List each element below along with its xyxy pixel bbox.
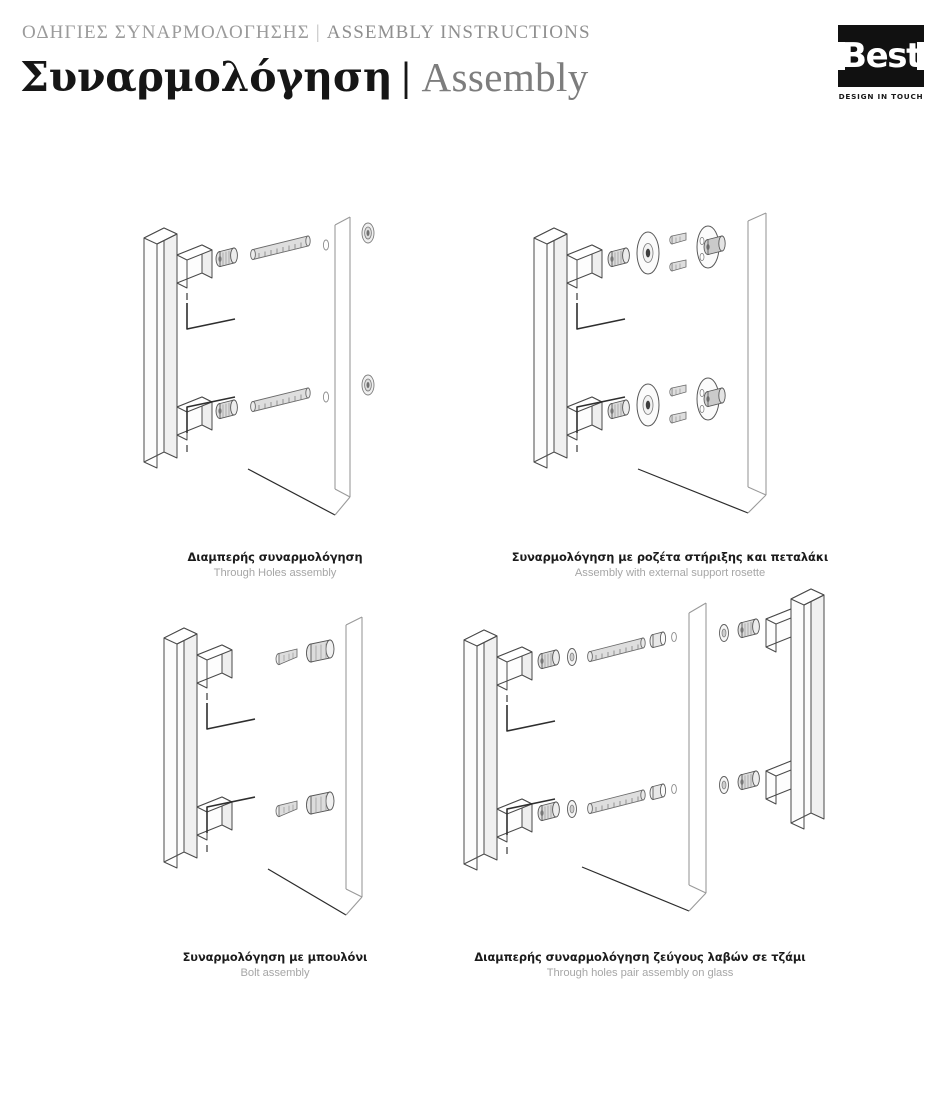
threaded-screw-upper	[587, 637, 646, 663]
caption-english: Through holes pair assembly on glass	[546, 967, 734, 980]
threaded-screw-upper	[250, 235, 311, 261]
standoff-post-lower	[306, 791, 335, 815]
figure-caption: Συναρμολόγηση με ροζέτα στήριξης και πετ…	[450, 550, 890, 580]
glass-panel	[345, 616, 363, 898]
standoff-block-lower	[196, 796, 233, 841]
standoff-post-upper	[306, 639, 335, 663]
standoff-post-lower	[215, 399, 238, 420]
title-separator: |	[401, 53, 411, 99]
caption-greek: Συναρμολόγηση με μπουλόνι	[182, 950, 368, 964]
small-screw-lower-2	[669, 411, 687, 424]
standoff-post-upper-right	[737, 618, 760, 639]
handle-bar	[163, 627, 198, 869]
cap-nut-lower	[361, 374, 375, 396]
kicker-english-text: ASSEMBLY INSTRUCTIONS	[326, 22, 591, 43]
glass-hole-upper	[322, 239, 330, 251]
standoff-block-lower	[566, 396, 603, 441]
glass-panel	[747, 212, 767, 496]
standoff-post-lower-left	[537, 801, 560, 822]
handle-bar-right	[790, 588, 825, 830]
caption-english: Assembly with external support rosette	[574, 567, 766, 580]
standoff-post-upper	[607, 247, 630, 268]
figure-grid: Διαμπερής συναρμολόγηση Through Holes as…	[0, 150, 936, 1030]
kicker-separator: |	[315, 22, 321, 43]
standoff-post-lower	[607, 399, 630, 420]
threaded-screw-lower	[250, 387, 311, 413]
logo-notch-left	[838, 42, 845, 70]
small-screw-upper-2	[669, 259, 687, 272]
figure-caption: Διαμπερής συναρμολόγηση ζεύγους λαβών σε…	[440, 950, 840, 980]
handle-bar	[533, 227, 568, 469]
handle-bar-left	[463, 629, 498, 871]
page-title: Συναρμολόγηση|Assembly	[20, 53, 589, 100]
logo-wordmark: Best	[841, 36, 922, 76]
logo-mark: Best	[838, 25, 924, 87]
glass-hole-lower	[322, 391, 330, 403]
cap-nut-upper	[361, 222, 375, 244]
allen-key-upper	[576, 303, 626, 330]
glass-bottom-edge	[267, 868, 347, 916]
standoff-block-upper-left	[496, 646, 533, 691]
header-kicker: ΟΔΗΓΙΕΣ ΣΥΝΑΡΜΟΛΟΓΗΣΗΣ|ASSEMBLY INSTRUCT…	[22, 22, 591, 44]
allen-key-upper	[506, 705, 556, 732]
figure-pair-assembly-on-glass: Διαμπερής συναρμολόγηση ζεύγους λαβών σε…	[450, 585, 830, 979]
standoff-block-upper	[196, 644, 233, 689]
sleeve-lower	[649, 783, 667, 801]
title-english-text: Assembly	[421, 54, 589, 100]
figure-caption: Συναρμολόγηση με μπουλόνι Bolt assembly	[110, 950, 440, 980]
rosette-disc-upper	[636, 231, 660, 275]
allen-key-lower	[506, 798, 556, 835]
bolt-lower	[275, 800, 298, 818]
allen-key-lower	[576, 396, 626, 433]
page-header: ΟΔΗΓΙΕΣ ΣΥΝΑΡΜΟΛΟΓΗΣΗΣ|ASSEMBLY INSTRUCT…	[0, 0, 936, 130]
standoff-block-upper	[566, 244, 603, 289]
glass-hole-upper	[671, 631, 677, 643]
rosette-disc-lower	[636, 383, 660, 427]
washer-lower-left	[567, 800, 577, 818]
glass-hole-lower	[671, 783, 677, 795]
caption-greek: Διαμπερής συναρμολόγηση	[187, 550, 363, 564]
washer-lower-right	[719, 776, 729, 794]
standoff-post-upper	[215, 247, 238, 268]
bolt-upper	[275, 648, 298, 666]
caption-english: Bolt assembly	[240, 967, 310, 980]
standoff-block-lower	[176, 396, 213, 441]
title-greek-text: Συναρμολόγηση	[20, 53, 393, 101]
standoff-block-upper	[176, 244, 213, 289]
figure-rosette-assembly: Συναρμολόγηση με ροζέτα στήριξης και πετ…	[512, 195, 828, 579]
caption-english: Through Holes assembly	[213, 567, 337, 580]
support-plate-lower	[696, 377, 726, 421]
figure-bolt-assembly: Συναρμολόγηση με μπουλόνι Bolt assembly	[150, 595, 400, 979]
glass-bottom-edge	[247, 468, 336, 516]
washer-upper-right	[719, 624, 729, 642]
logo-notch-right	[917, 42, 924, 70]
threaded-screw-lower	[587, 789, 646, 815]
logo-tagline: DESIGN IN TOUCH	[838, 92, 924, 101]
support-plate-upper	[696, 225, 726, 269]
caption-greek: Διαμπερής συναρμολόγηση ζεύγους λαβών σε…	[474, 950, 806, 964]
kicker-greek-text: ΟΔΗΓΙΕΣ ΣΥΝΑΡΜΟΛΟΓΗΣΗΣ	[22, 22, 310, 43]
glass-bottom-edge	[637, 468, 749, 514]
allen-key-lower	[206, 796, 256, 833]
standoff-block-lower-left	[496, 798, 533, 843]
standoff-post-lower-right	[737, 770, 760, 791]
glass-panel	[334, 216, 351, 498]
allen-key-upper	[186, 303, 236, 330]
allen-key-lower	[186, 396, 236, 433]
washer-upper-left	[567, 648, 577, 666]
sleeve-upper	[649, 631, 667, 649]
brand-logo: Best DESIGN IN TOUCH	[838, 25, 924, 101]
glass-bottom-edge	[581, 866, 690, 912]
small-screw-upper-1	[669, 232, 687, 245]
handle-bar	[143, 227, 178, 469]
standoff-post-upper-left	[537, 649, 560, 670]
caption-greek: Συναρμολόγηση με ροζέτα στήριξης και πετ…	[511, 550, 829, 564]
figure-caption: Διαμπερής συναρμολόγηση Through Holes as…	[110, 550, 440, 580]
glass-panel	[688, 602, 707, 894]
figure-through-holes-assembly: Διαμπερής συναρμολόγηση Through Holes as…	[130, 195, 420, 579]
allen-key-upper	[206, 703, 256, 730]
small-screw-lower-1	[669, 384, 687, 397]
